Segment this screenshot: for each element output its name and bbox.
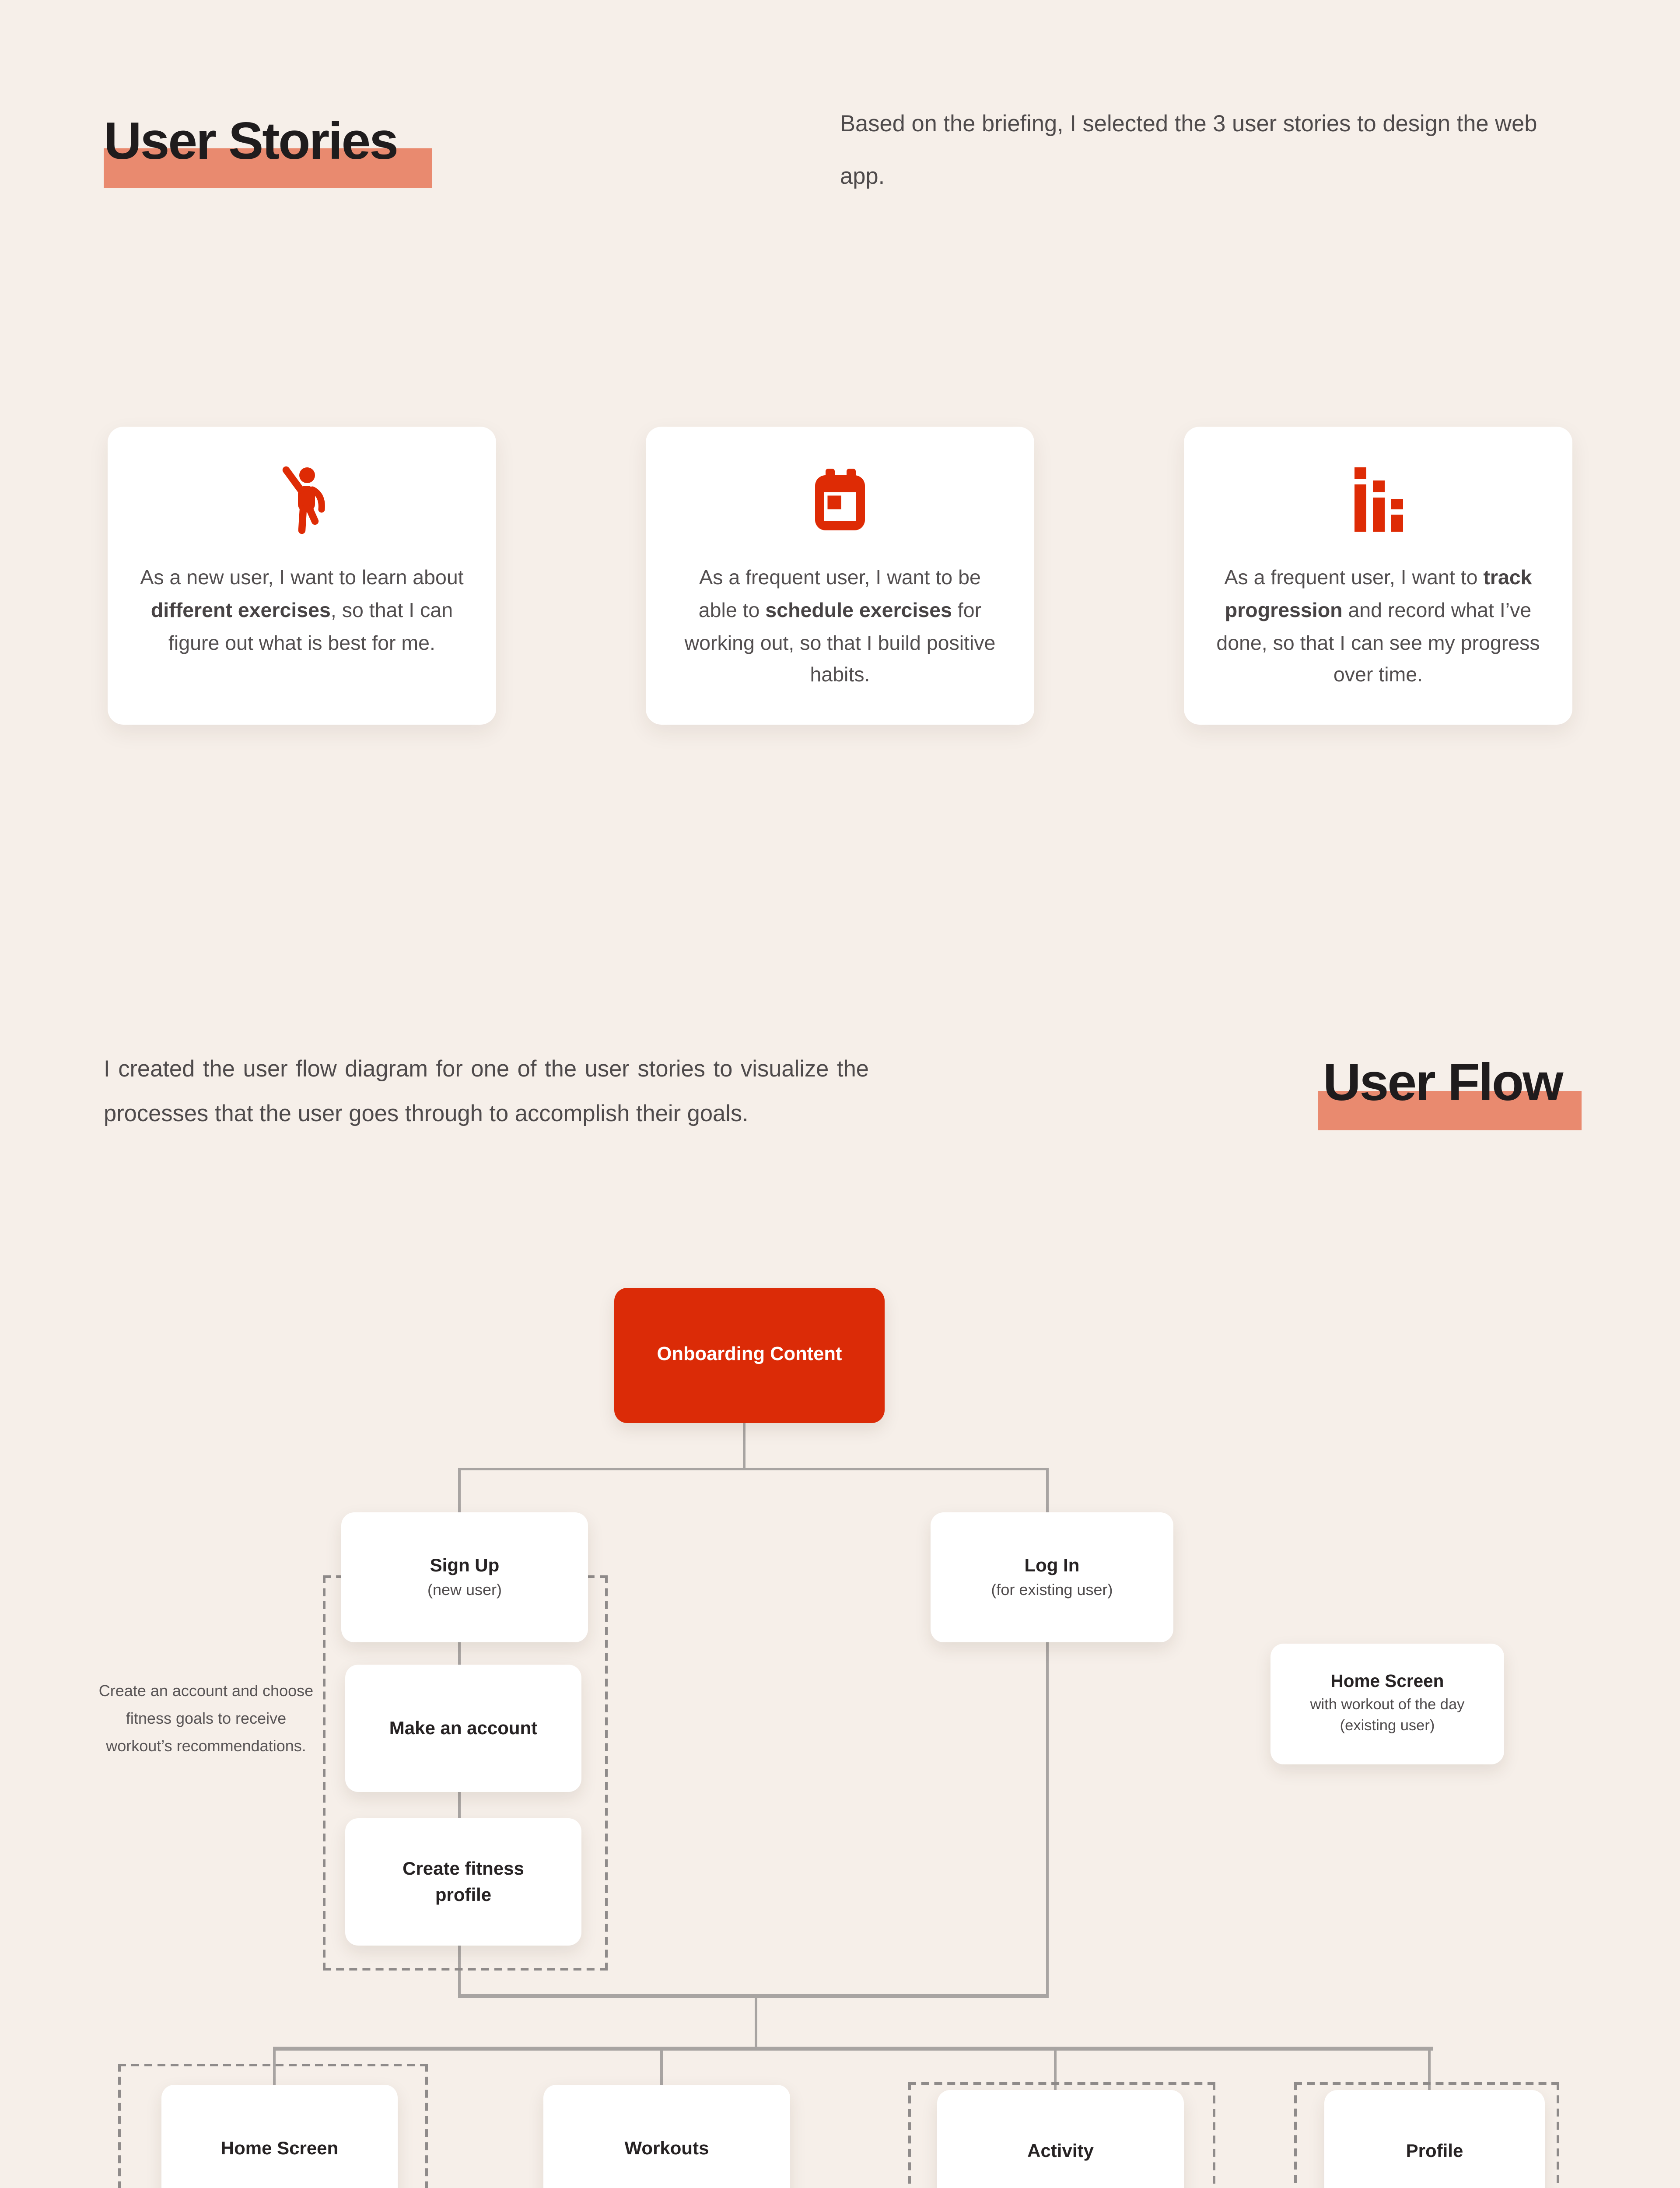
signup-note: Create an account and choose fitness goa… <box>98 1682 314 1755</box>
node-sublabel: with workout of the day <box>1310 1698 1465 1714</box>
node-label: Sign Up <box>430 1554 500 1576</box>
flow-node-make-account: Make an account <box>345 1665 581 1792</box>
node-label: Workouts <box>624 2137 709 2158</box>
user-story-card: As a new user, I want to learn about dif… <box>108 427 496 725</box>
connector-line <box>273 2047 276 2090</box>
profile-dashed-group <box>1294 2082 1559 2188</box>
node-label: Make an account <box>389 1717 538 1738</box>
node-label: Create fitness profile <box>402 1857 524 1904</box>
activity-dashed-group <box>908 2082 1215 2188</box>
user-flow-title: User Flow <box>1323 1054 1563 1112</box>
node-label: Home Screen <box>1330 1672 1444 1692</box>
flow-node-home-screen: Home Screen <box>161 2085 398 2188</box>
flow-node-sign-up: Sign Up (new user) <box>341 1512 588 1642</box>
user-story-text: As a new user, I want to learn about dif… <box>140 567 464 655</box>
node-label: Onboarding Content <box>657 1345 842 1366</box>
calendar-icon <box>810 466 870 534</box>
flow-node-activity: Activity <box>937 2090 1184 2188</box>
connector-line <box>1046 1468 1049 1994</box>
title-highlight-bar <box>1318 1091 1582 1130</box>
node-label: Profile <box>1406 2139 1463 2161</box>
flow-node-profile: Profile <box>1324 2090 1545 2188</box>
node-sublabel: (existing user) <box>1340 1719 1435 1735</box>
user-stories-title: User Stories <box>104 113 399 171</box>
bar-chart-icon <box>1349 466 1407 534</box>
flow-node-home-screen-existing: Home Screen with workout of the day (exi… <box>1270 1644 1504 1764</box>
node-label: Activity <box>1027 2139 1094 2161</box>
home-screen-dashed-group <box>118 2064 428 2188</box>
flow-node-workouts: Workouts <box>543 2085 790 2188</box>
user-story-text: As a frequent user, I want to be able to… <box>684 567 996 687</box>
connector-line <box>1054 2047 1057 2094</box>
connector-line <box>458 1468 1049 1470</box>
connector-line <box>660 2047 663 2090</box>
connector-line <box>1428 2047 1431 2094</box>
flow-node-onboarding: Onboarding Content <box>614 1288 885 1423</box>
connector-line <box>743 1413 746 1468</box>
flow-node-create-fitness-profile: Create fitness profile <box>345 1818 581 1946</box>
node-sublabel: (new user) <box>427 1580 502 1599</box>
connector-line <box>755 1994 757 2048</box>
node-label: Log In <box>1024 1554 1080 1576</box>
connector-distribution-bar <box>273 2047 1433 2051</box>
user-story-card: As a frequent user, I want to track prog… <box>1184 427 1572 725</box>
title-highlight-bar <box>104 148 432 188</box>
user-story-card: As a frequent user, I want to be able to… <box>646 427 1034 725</box>
node-sublabel: (for existing user) <box>991 1580 1113 1599</box>
user-flow-intro: I created the user flow diagram for one … <box>104 1055 869 1127</box>
user-stories-intro: Based on the briefing, I selected the 3 … <box>840 110 1537 189</box>
node-label: Home Screen <box>220 2137 339 2158</box>
user-story-text: As a frequent user, I want to track prog… <box>1216 567 1540 687</box>
person-raising-hand-icon <box>272 466 332 534</box>
connector-merge-bar <box>458 1994 1049 1998</box>
flow-node-log-in: Log In (for existing user) <box>931 1512 1173 1642</box>
